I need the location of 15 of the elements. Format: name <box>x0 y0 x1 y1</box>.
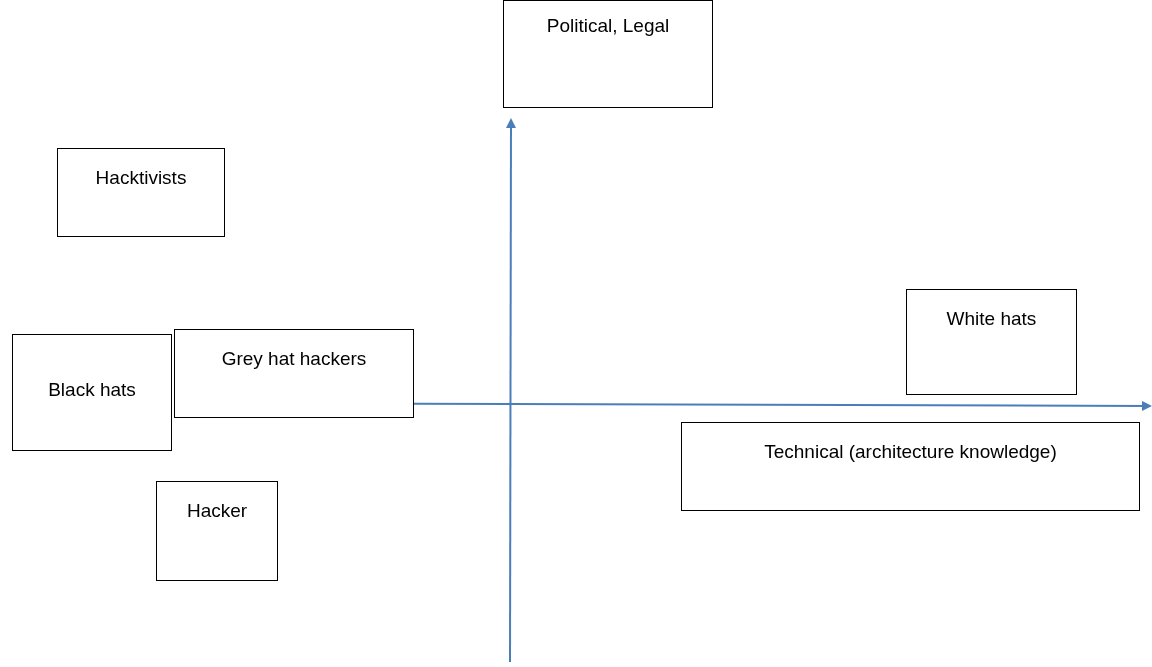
box-label: Black hats <box>47 379 137 401</box>
box-label: White hats <box>945 308 1038 330</box>
label-box <box>156 481 278 581</box>
box-label: Hacktivists <box>94 167 188 189</box>
label-box <box>174 329 414 418</box>
label-box <box>681 422 1140 511</box>
box-label: Grey hat hackers <box>220 348 368 370</box>
label-box <box>503 0 713 108</box>
arrow <box>413 401 1152 411</box>
label-box <box>57 148 225 237</box>
box-label: Technical (architecture knowledge) <box>763 441 1058 463</box>
box-label: Hacker <box>185 500 249 522</box>
label-box <box>12 334 172 451</box>
label-box <box>906 289 1077 395</box>
box-label: Political, Legal <box>545 15 671 37</box>
